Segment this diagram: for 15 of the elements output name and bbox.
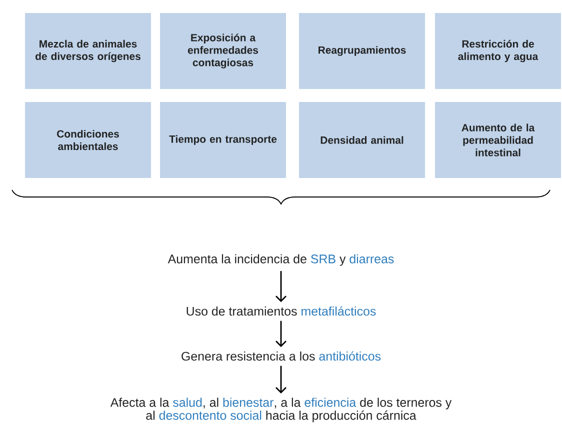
arrow [276,271,286,302]
factor-box: Aumento de la permeabilidad intestinal [435,102,561,178]
factor-box: Exposición a enfermedades contagiosas [160,13,286,89]
step-text: Uso de tratamientos metafilácticos [186,306,376,316]
factor-box: Restricción de alimento y agua [435,13,561,89]
factor-box: Mezcla de animales de diversos orígenes [25,13,151,89]
factor-box: Tiempo en transporte [160,102,286,178]
arrow [276,366,286,394]
arrow [276,320,286,348]
factor-box: Condiciones ambientales [25,102,151,178]
step-text: Afecta a la salud, al bienestar, a la eficiencia de los terneros y al descontento social hacia la producción cárnica [110,398,452,422]
step-text: Aumenta la incidencia de SRB y diarreas [168,254,394,266]
factor-box: Densidad animal [299,102,425,178]
step-text: Genera resistencia a los antibióticos [182,351,381,361]
factor-box: Reagrupamientos [299,13,425,89]
